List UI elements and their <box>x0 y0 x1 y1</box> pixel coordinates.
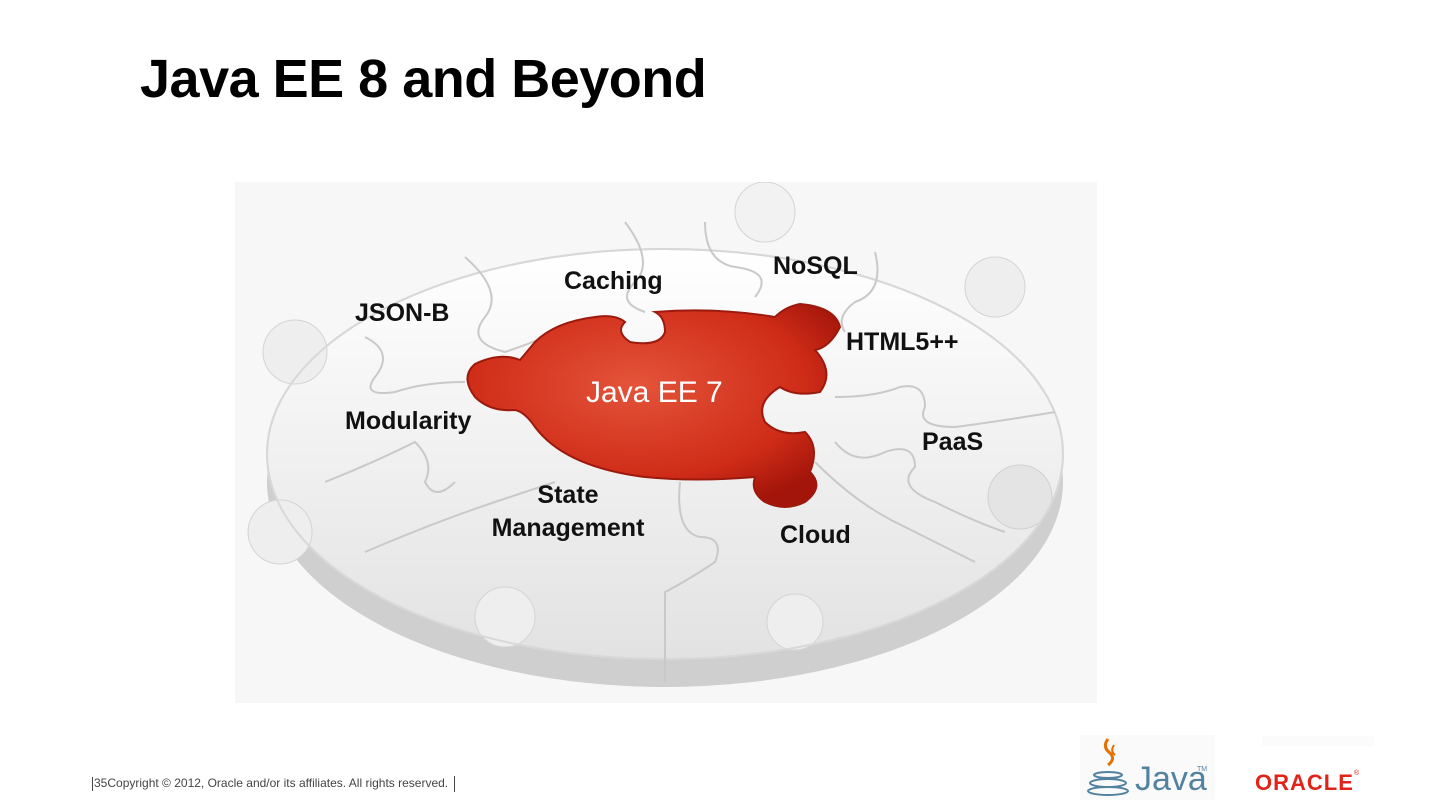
center-piece-label: Java EE 7 <box>586 376 723 409</box>
java-wordmark: Java <box>1135 760 1207 798</box>
piece-label-state: State Management <box>483 479 653 545</box>
oracle-wordmark: ORACLE <box>1255 770 1354 795</box>
copyright-text: Copyright © 2012, Oracle and/or its affi… <box>107 776 449 791</box>
footer-divider <box>454 776 456 792</box>
slide-footer: 35Copyright © 2012, Oracle and/or its af… <box>92 776 456 792</box>
puzzle-illustration: Java EE 7 NoSQL Caching JSON-B HTML5++ M… <box>235 182 1097 703</box>
piece-label-state-line2: Management <box>491 514 645 542</box>
piece-label-state-line1: State <box>537 481 599 509</box>
piece-label-paas: PaaS <box>922 428 984 456</box>
svg-text:TM: TM <box>1197 766 1207 773</box>
oracle-watermark-icon <box>1262 736 1374 746</box>
puzzle-graphic <box>247 182 1064 687</box>
piece-label-html5: HTML5++ <box>846 328 959 356</box>
java-logo-icon: Java TM <box>1080 735 1215 800</box>
java-cup-icon: Java TM <box>1087 738 1207 798</box>
footer-left-divider <box>92 777 93 791</box>
piece-label-jsonb: JSON-B <box>355 299 450 327</box>
slide-title: Java EE 8 and Beyond <box>140 49 707 109</box>
piece-label-modularity: Modularity <box>345 407 472 435</box>
piece-label-nosql: NoSQL <box>773 252 858 280</box>
piece-label-caching: Caching <box>564 267 663 295</box>
page-number: 35 <box>94 776 108 791</box>
piece-label-cloud: Cloud <box>780 521 851 549</box>
oracle-logo-icon: ORACLE® <box>1255 770 1361 795</box>
